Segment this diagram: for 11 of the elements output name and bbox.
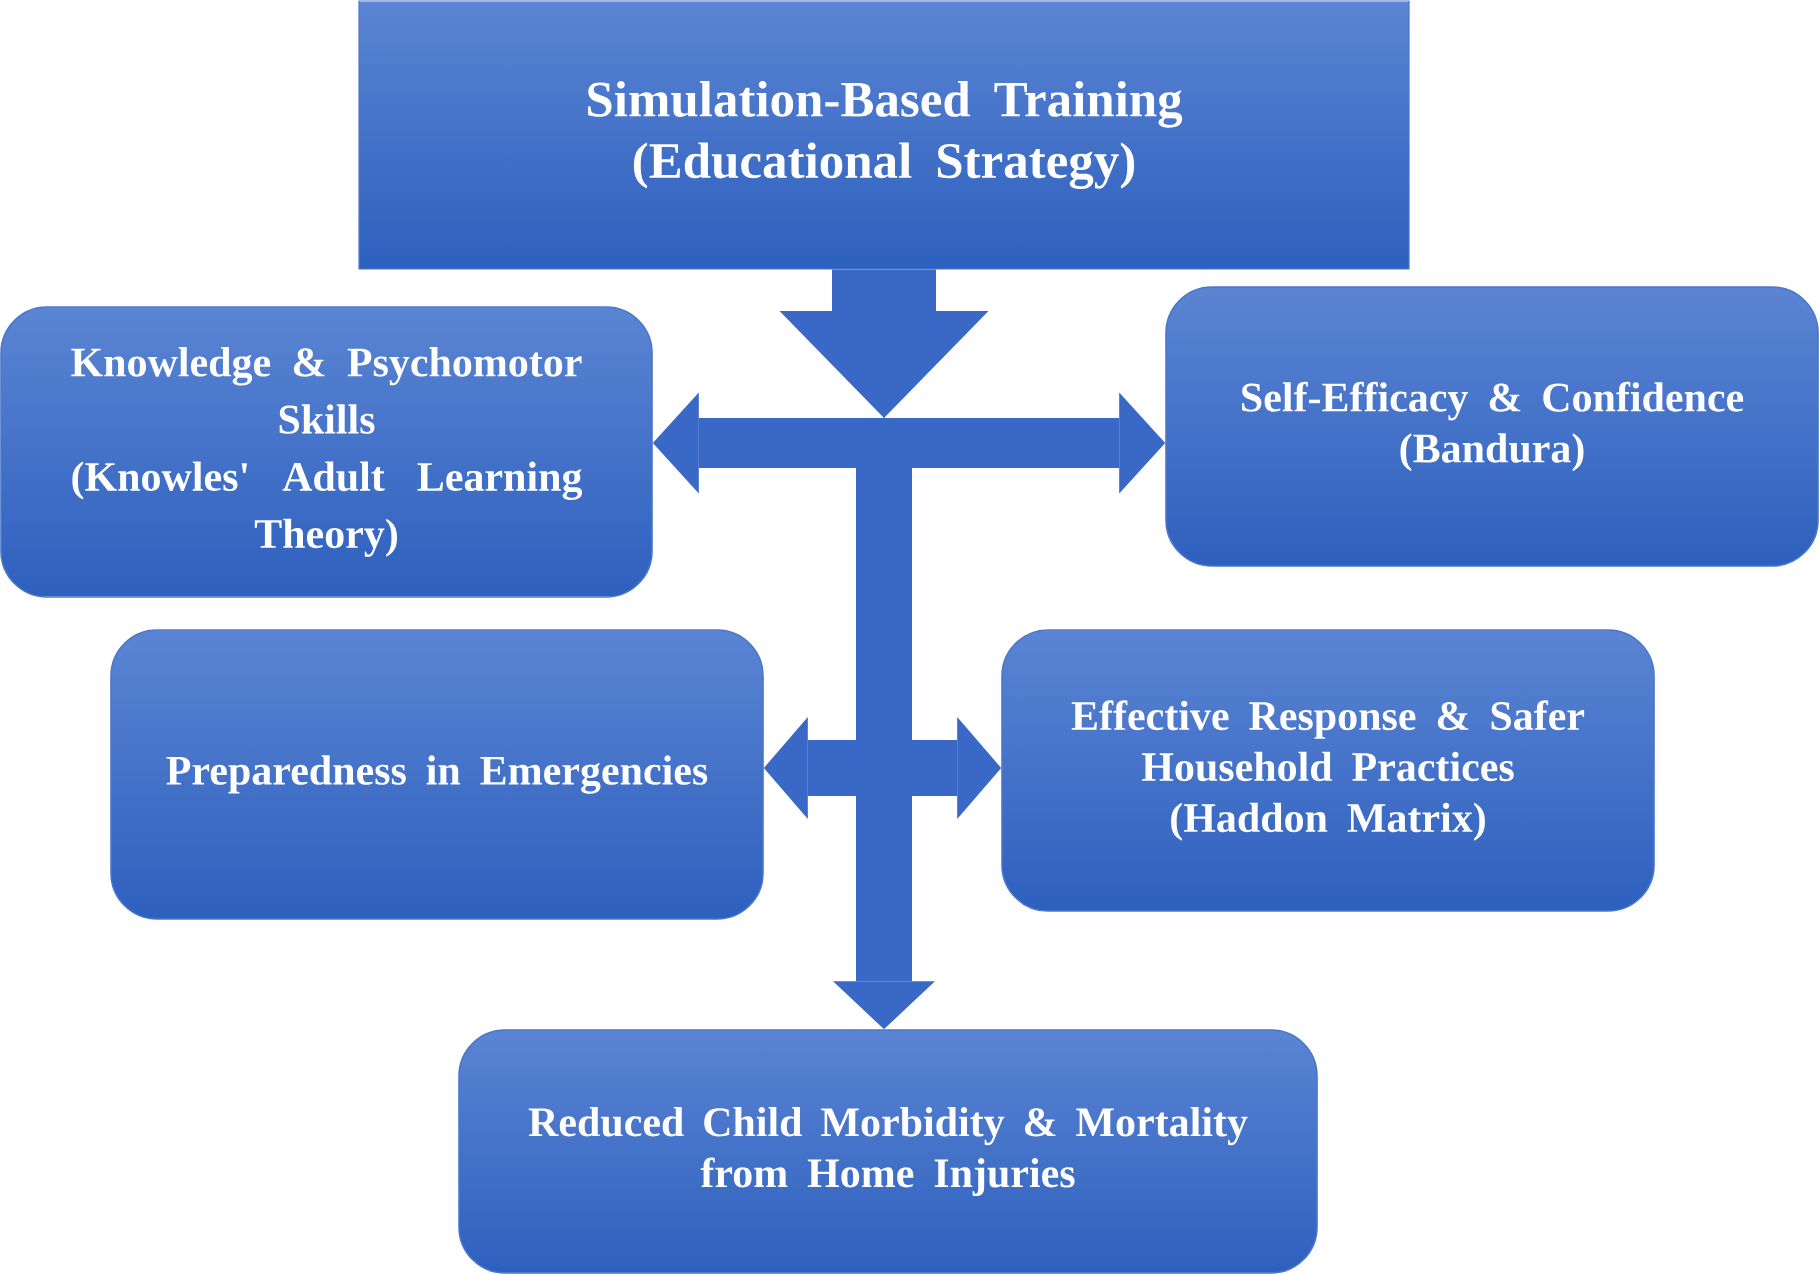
process-box: Knowledge & Psychomotor Skills (Knowles' Adult Learning Theory) bbox=[0, 306, 653, 598]
process-box: Effective Response & Safer Household Practices (Haddon Matrix) bbox=[1001, 629, 1655, 912]
block-arrow bbox=[779, 269, 989, 419]
process-box: Preparedness in Emergencies bbox=[110, 629, 764, 920]
heading-box: Simulation-Based Training (Educational Strategy) bbox=[358, 0, 1410, 270]
process-box: Self-Efficacy & Confidence (Bandura) bbox=[1165, 286, 1819, 567]
double-arrow bbox=[763, 717, 1002, 819]
block-arrow bbox=[833, 830, 935, 1030]
process-box: Reduced Child Morbidity & Mortality from Home Injuries bbox=[458, 1029, 1318, 1274]
block-arrow bbox=[652, 392, 856, 494]
block-arrow bbox=[912, 392, 1166, 494]
